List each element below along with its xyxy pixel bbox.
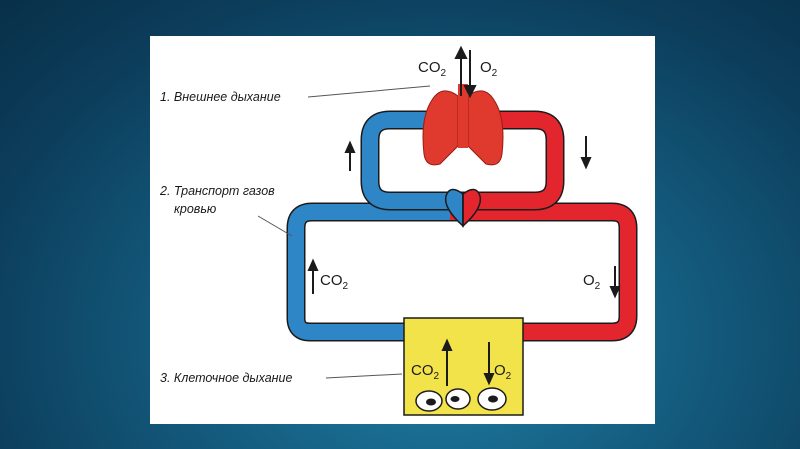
lungs-icon	[422, 84, 504, 166]
respiration-diagram: CO2 O2 CO2 O2 CO2 O2	[257, 45, 638, 416]
flow-arrow-up-icon	[344, 140, 356, 171]
flow-arrow-up-icon	[307, 258, 319, 294]
flow-arrow-down-icon	[609, 266, 621, 299]
co2-label-blood: CO2	[320, 272, 349, 292]
co2-label-lungs: CO2	[418, 59, 447, 79]
heart-icon	[444, 188, 482, 228]
arrow-down-icon	[483, 342, 495, 386]
arrow-up-icon	[454, 45, 468, 96]
cell-icon	[415, 390, 443, 412]
diagram-slide: CO2 O2 CO2 O2 CO2 O2 1. Внешнее дыхание …	[150, 36, 655, 424]
arrow-down-icon	[463, 50, 477, 99]
cell-icon	[477, 387, 507, 411]
o2-label-tissue: O2	[494, 362, 512, 382]
leader-line	[257, 215, 293, 237]
leader-line	[307, 85, 431, 98]
arrow-up-icon	[441, 338, 453, 386]
label-gas-transport-2: кровью	[174, 202, 217, 216]
label-external-breathing: 1. Внешнее дыхание	[160, 90, 281, 104]
systemic-artery	[450, 202, 638, 342]
label-cellular-breathing: 3. Клеточное дыхание	[160, 371, 293, 385]
flow-arrow-down-icon	[580, 136, 592, 170]
co2-label-tissue: CO2	[411, 362, 440, 382]
label-gas-transport: 2. Транспорт газов	[160, 184, 275, 198]
o2-label-blood: O2	[583, 272, 601, 292]
o2-label-lungs: O2	[480, 59, 498, 79]
cell-icon	[445, 388, 471, 410]
leader-line	[325, 373, 403, 379]
